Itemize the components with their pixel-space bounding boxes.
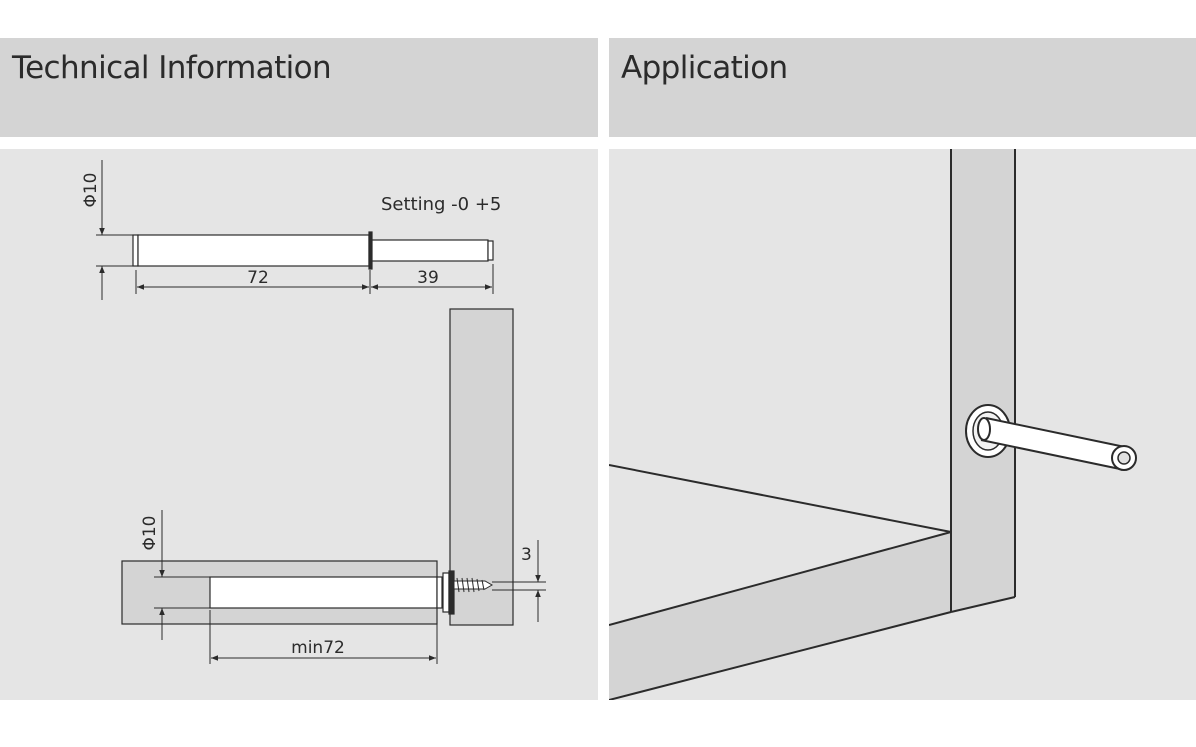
length-label-rod: 39 — [417, 268, 439, 288]
installation-section — [121, 308, 514, 626]
side-panel — [951, 149, 1015, 612]
application-header: Application — [609, 38, 1196, 137]
damper-flange-installed — [442, 572, 450, 613]
min-depth-label: min72 — [291, 638, 345, 658]
min-depth-dimension — [209, 610, 438, 664]
top-extension-lines — [96, 234, 494, 294]
mounting-screw — [453, 577, 494, 593]
bottom-board-front — [609, 532, 951, 700]
damper-body — [137, 234, 370, 267]
diameter-label-bottom: Φ10 — [140, 515, 160, 550]
technical-drawing: Φ10 72 39 Setting -0 +5 — [81, 160, 546, 664]
damper-end-cap — [132, 234, 139, 267]
diameter-label-top: Φ10 — [81, 172, 101, 207]
application-illustration — [609, 149, 1137, 700]
application-illustration-panel — [609, 149, 1196, 700]
damper-top-view — [132, 231, 494, 270]
drilled-hole-damper — [209, 576, 438, 609]
setting-label: Setting -0 +5 — [381, 194, 501, 215]
damper-rod-shaft — [981, 418, 1125, 469]
application-title: Application — [621, 50, 788, 86]
technical-drawing-panel: Φ10 72 39 Setting -0 +5 — [0, 149, 598, 700]
cabinet-side-panel — [449, 308, 514, 626]
diameter-dimension-bottom — [154, 510, 210, 640]
length-label-body: 72 — [247, 268, 269, 288]
installed-damper — [965, 404, 1137, 471]
damper-washer — [448, 570, 455, 615]
damper-rod-tip — [487, 240, 494, 261]
technical-information-title: Technical Information — [12, 50, 332, 86]
damper-rod — [371, 239, 489, 262]
damper-cap-installed — [436, 576, 443, 609]
screw-offset-dimension — [492, 540, 546, 622]
screw-offset-label: 3 — [521, 545, 532, 565]
technical-information-header: Technical Information — [0, 38, 598, 137]
cabinet-edges — [609, 149, 1016, 700]
